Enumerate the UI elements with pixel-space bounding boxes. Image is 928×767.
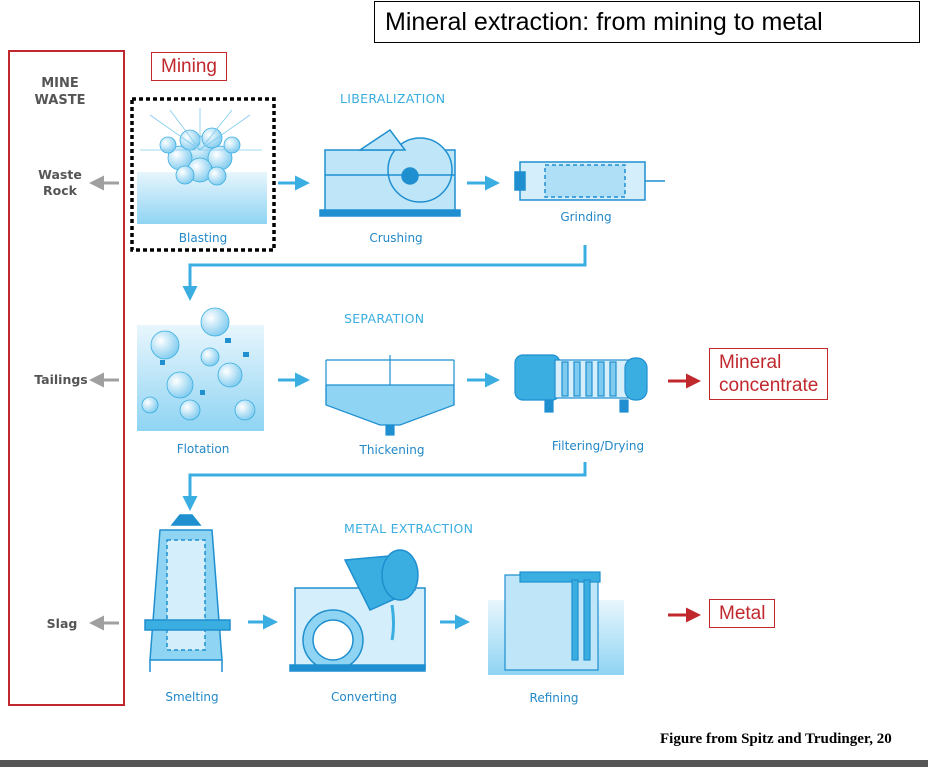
thickening-illustration [325,355,455,436]
waste-rock-line2: Rock [43,183,77,198]
page-title-text: Mineral extraction: from mining to metal [385,7,823,36]
grinding-illustration [514,161,665,201]
smelting-illustration [144,514,231,672]
stage-title-separation: SEPARATION [344,311,425,326]
step-label-thickening: Thickening [359,443,425,457]
waste-rock-label: Waste Rock [28,167,92,199]
metal-label: Metal [709,599,776,628]
step-label-blasting: Blasting [178,231,228,245]
step-label-refining: Refining [529,691,579,705]
converting-illustration [289,549,426,672]
tailings-label: Tailings [34,372,88,387]
bottom-bar [0,760,928,767]
mine-waste-column [8,50,125,706]
waste-rock-line1: Waste [38,167,82,182]
flotation-illustration [137,307,264,431]
filtering-drying-illustration [514,354,648,413]
source-citation: Figure from Spitz and Trudinger, 20 [660,731,892,747]
step-label-converting: Converting [330,690,397,704]
output-arrows [668,373,701,623]
step-label-flotation: Flotation [176,442,230,456]
mine-waste-heading-line1: MINE [41,76,79,91]
page-title: Mineral extraction: from mining to metal [374,1,920,43]
refining-illustration [488,571,624,675]
mineral-concentrate-line1: Mineral [719,352,782,373]
step-label-filtering-drying: Filtering/Drying [551,439,645,453]
stage-title-metal-extraction: METAL EXTRACTION [344,521,474,536]
mining-label: Mining [151,52,227,81]
step-label-grinding: Grinding [560,210,612,224]
stage-title-liberalization: LIBERALIZATION [340,91,446,106]
blasting-illustration [137,108,267,224]
mineral-concentrate-line2: concentrate [719,375,819,396]
step-label-crushing: Crushing [369,231,423,245]
mineral-concentrate-label: Mineral concentrate [709,348,829,400]
step-label-smelting: Smelting [165,690,219,704]
crushing-illustration [319,128,461,217]
mining-dotted-highlight [130,97,276,252]
slag-label: Slag [46,616,78,631]
mine-waste-heading: MINE WASTE [30,75,90,109]
mine-waste-heading-line2: WASTE [34,93,86,108]
flow-arrows [182,175,587,630]
waste-arrows [89,175,119,631]
